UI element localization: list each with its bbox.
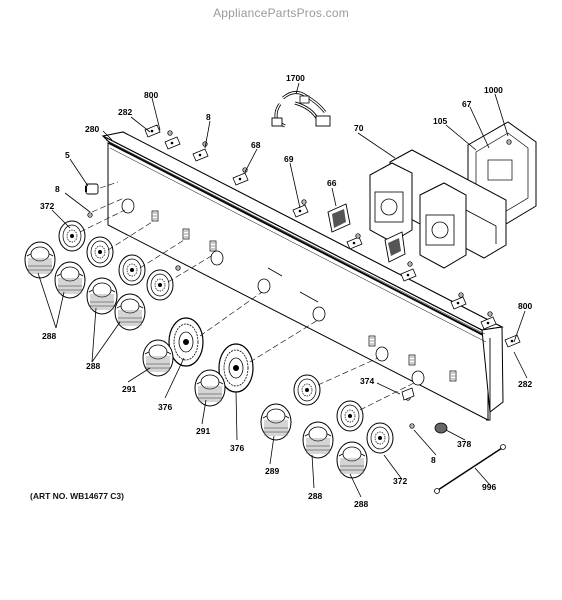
control-panel	[101, 131, 504, 421]
callout-282-top: 282	[118, 107, 132, 117]
callout-67: 67	[462, 99, 472, 109]
alignment-lines	[79, 181, 417, 411]
callout-376-mid: 376	[230, 443, 244, 453]
callout-289: 289	[265, 466, 279, 476]
callout-5: 5	[65, 150, 70, 160]
small-parts	[401, 387, 506, 494]
callout-282-right: 282	[518, 379, 532, 389]
callout-378: 378	[457, 439, 471, 449]
callout-1700: 1700	[286, 73, 305, 83]
callout-68: 68	[251, 140, 261, 150]
watermark: AppliancePartsPros.com	[213, 6, 349, 20]
callout-372-left: 372	[40, 201, 54, 211]
callout-288-mid: 288	[86, 361, 100, 371]
panel-openings	[121, 198, 457, 386]
callout-996: 996	[482, 482, 496, 492]
callout-374: 374	[360, 376, 374, 386]
callout-291-mid: 291	[196, 426, 210, 436]
callout-288-bottom: 288	[308, 491, 322, 501]
wire-harness	[271, 91, 331, 128]
callout-8-right: 8	[431, 455, 436, 465]
callout-69: 69	[284, 154, 294, 164]
callout-291-left: 291	[122, 384, 136, 394]
part-callouts: 1700 1000 800 282 280 8 67 105 70 68 5 6…	[40, 73, 532, 509]
callout-8-left: 8	[55, 184, 60, 194]
callout-288-left: 288	[42, 331, 56, 341]
callout-288-lower: 288	[354, 499, 368, 509]
callout-372-right: 372	[393, 476, 407, 486]
callout-800-top: 800	[144, 90, 158, 100]
callout-800-right: 800	[518, 301, 532, 311]
callout-66: 66	[327, 178, 337, 188]
control-modules	[369, 149, 507, 269]
callout-280: 280	[85, 124, 99, 134]
callout-1000: 1000	[484, 85, 503, 95]
callout-70: 70	[354, 123, 364, 133]
leader-lines	[37, 82, 528, 498]
callout-8-top: 8	[206, 112, 211, 122]
art-number: (ART NO. WB14677 C3)	[30, 491, 124, 501]
callout-105: 105	[433, 116, 447, 126]
callout-376-left: 376	[158, 402, 172, 412]
ignitor-switch	[85, 183, 99, 195]
display-windows	[327, 203, 406, 263]
